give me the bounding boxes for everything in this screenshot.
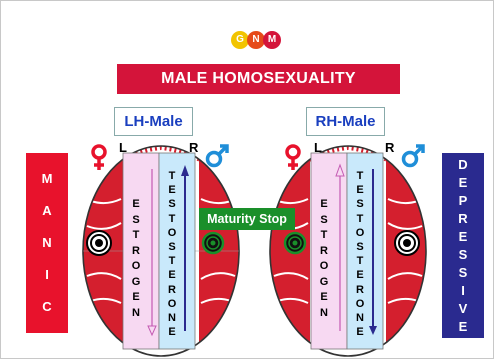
testosterone-letter: R — [356, 283, 364, 297]
testosterone-text-left: T E S T O S T E R O N E — [165, 169, 179, 339]
testosterone-letter: E — [356, 183, 363, 197]
estrogen-letter: E — [320, 290, 327, 306]
testosterone-letter: O — [168, 226, 177, 240]
estrogen-letter: O — [320, 259, 329, 275]
target-left-brain-outer — [87, 231, 111, 255]
estrogen-letter: E — [320, 197, 327, 213]
testosterone-letter: S — [356, 197, 363, 211]
target-right-brain-inner — [285, 233, 305, 253]
estrogen-letter: R — [132, 244, 140, 260]
testosterone-letter: O — [356, 297, 365, 311]
testosterone-letter: N — [356, 311, 364, 325]
estrogen-letter: G — [320, 275, 329, 291]
male-symbol-left — [208, 146, 228, 166]
estrogen-letter: S — [320, 213, 327, 229]
estrogen-letter: E — [132, 290, 139, 306]
testosterone-letter: E — [168, 183, 175, 197]
testosterone-letter: E — [356, 325, 363, 339]
estrogen-letter: T — [321, 228, 328, 244]
testosterone-letter: T — [357, 254, 364, 268]
testosterone-letter: T — [357, 212, 364, 226]
female-symbol-left — [93, 146, 105, 170]
female-symbol-right — [287, 146, 299, 170]
estrogen-text-right: E S T R O G E N — [317, 197, 331, 321]
testosterone-letter: O — [356, 226, 365, 240]
estrogen-letter: O — [132, 259, 141, 275]
estrogen-letter: R — [320, 244, 328, 260]
male-symbol-right — [404, 146, 424, 166]
testosterone-letter: E — [168, 268, 175, 282]
estrogen-letter: E — [132, 197, 139, 213]
estrogen-letter: N — [132, 306, 140, 322]
testosterone-letter: T — [169, 212, 176, 226]
testosterone-letter: O — [168, 297, 177, 311]
testosterone-letter: T — [357, 169, 364, 183]
target-right-brain-outer — [395, 231, 419, 255]
left-brain-r-label: R — [189, 140, 198, 155]
estrogen-letter: N — [320, 306, 328, 322]
testosterone-letter: R — [168, 283, 176, 297]
maturity-stop-label: Maturity Stop — [199, 208, 295, 230]
testosterone-letter: S — [168, 240, 175, 254]
estrogen-letter: T — [133, 228, 140, 244]
testosterone-letter: T — [169, 254, 176, 268]
testosterone-letter: E — [168, 325, 175, 339]
estrogen-letter: G — [132, 275, 141, 291]
testosterone-letter: T — [169, 169, 176, 183]
left-brain-l-label: L — [119, 140, 127, 155]
estrogen-text-left: E S T R O G E N — [129, 197, 143, 321]
estrogen-letter: S — [132, 213, 139, 229]
target-left-brain-inner — [203, 233, 223, 253]
testosterone-letter: E — [356, 268, 363, 282]
right-brain-l-label: L — [314, 140, 322, 155]
right-brain-r-label: R — [385, 140, 394, 155]
testosterone-letter: S — [168, 197, 175, 211]
testosterone-text-right: T E S T O S T E R O N E — [353, 169, 367, 339]
testosterone-letter: N — [168, 311, 176, 325]
testosterone-letter: S — [356, 240, 363, 254]
